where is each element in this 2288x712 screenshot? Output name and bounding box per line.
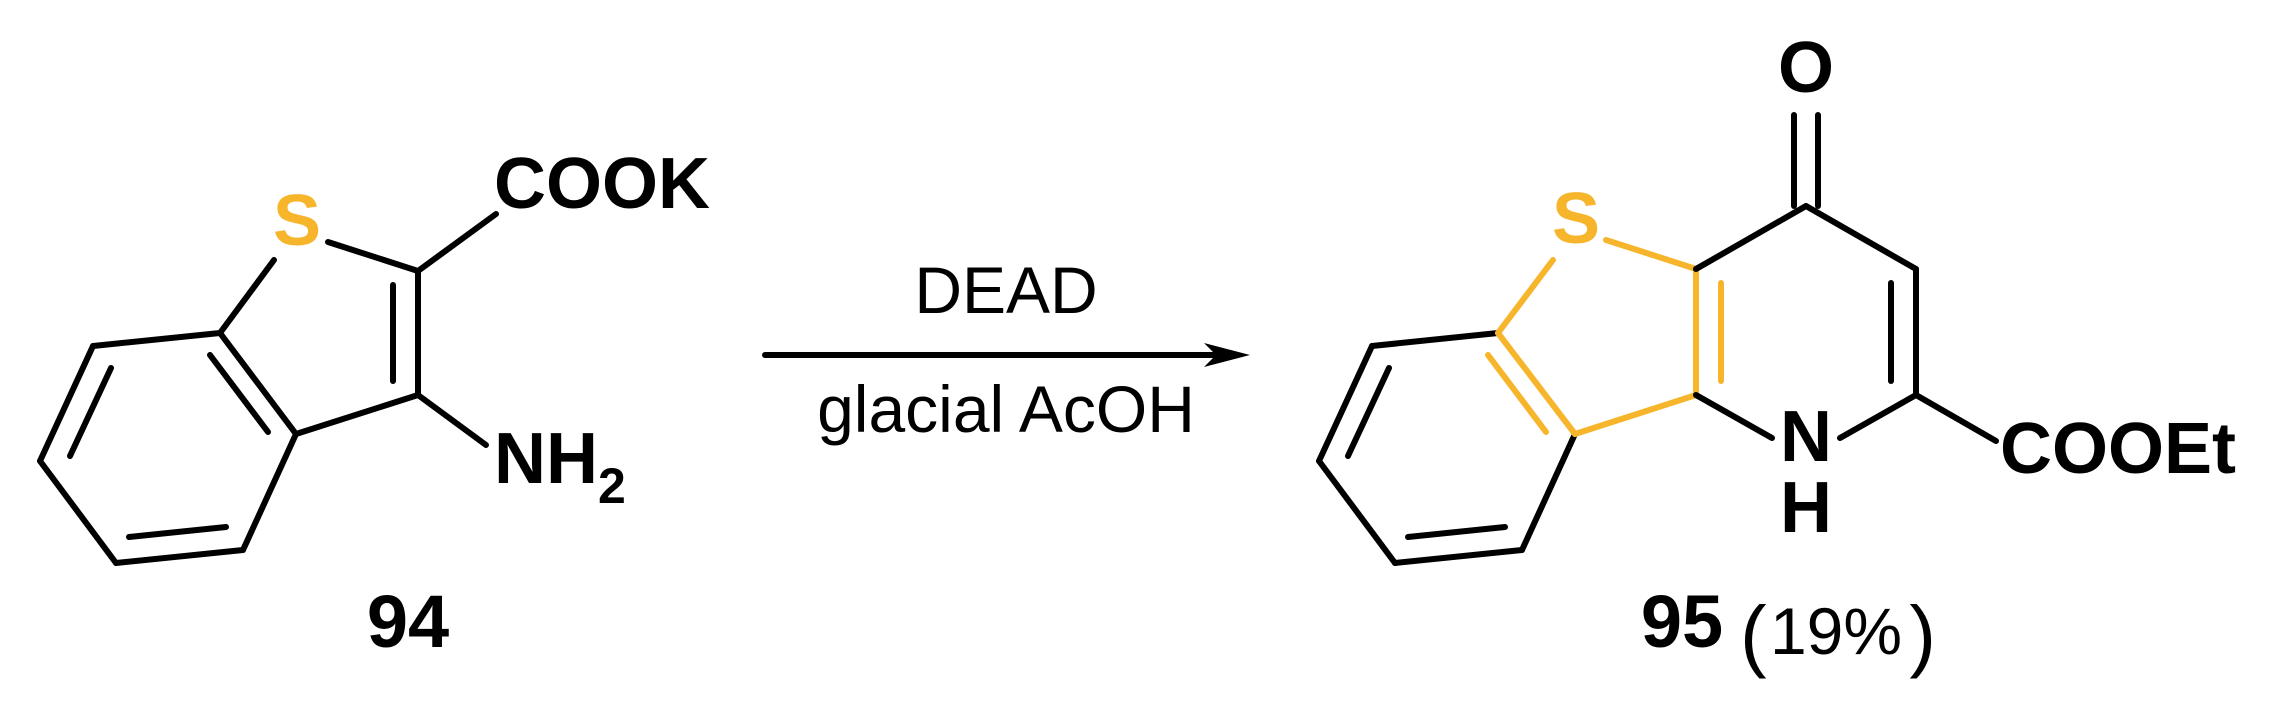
product-nh-hydrogen: H [1780,468,1832,548]
reactant-94-structure: S COOK NH2 [37,144,710,566]
reaction-arrow [762,343,1250,367]
product-pyridone-ring [1693,203,1919,441]
product-thiophene-ring [1485,237,1724,437]
reactant-amine-subscript: 2 [598,458,626,514]
product-benzene-ring [1316,330,1578,566]
reactant-thiophene-ring [217,239,421,437]
reactant-benzene-ring [37,330,299,566]
reactant-compound-number: 94 [367,580,449,663]
product-compound-number: 95 [1641,580,1723,663]
arrow-head [1204,343,1250,367]
product-95-structure: S O N H COOEt [1316,28,2236,566]
reactant-sulfur-atom: S [273,181,321,261]
product-nitrogen-atom: N [1780,397,1832,477]
reactant-amine-bond [415,392,489,448]
product-carbonyl-double-bond [1791,112,1821,209]
product-yield-open-paren: ( [1740,590,1767,679]
reactant-amine-label: NH [494,419,598,499]
product-yield-close-paren: ) [1909,590,1936,679]
product-ester-bond [1913,392,1999,444]
product-ester-group: COOEt [2000,409,2236,489]
reactant-carboxylate-group: COOK [494,144,710,224]
reaction-reagent: DEAD [914,253,1097,327]
reactant-carboxylate-bond [415,211,499,274]
product-oxygen-atom: O [1778,28,1834,108]
product-sulfur-atom: S [1552,179,1600,259]
reaction-solvent: glacial AcOH [817,372,1195,446]
product-yield: 19% [1770,594,1902,668]
reactant-amine-group: NH2 [494,419,626,514]
